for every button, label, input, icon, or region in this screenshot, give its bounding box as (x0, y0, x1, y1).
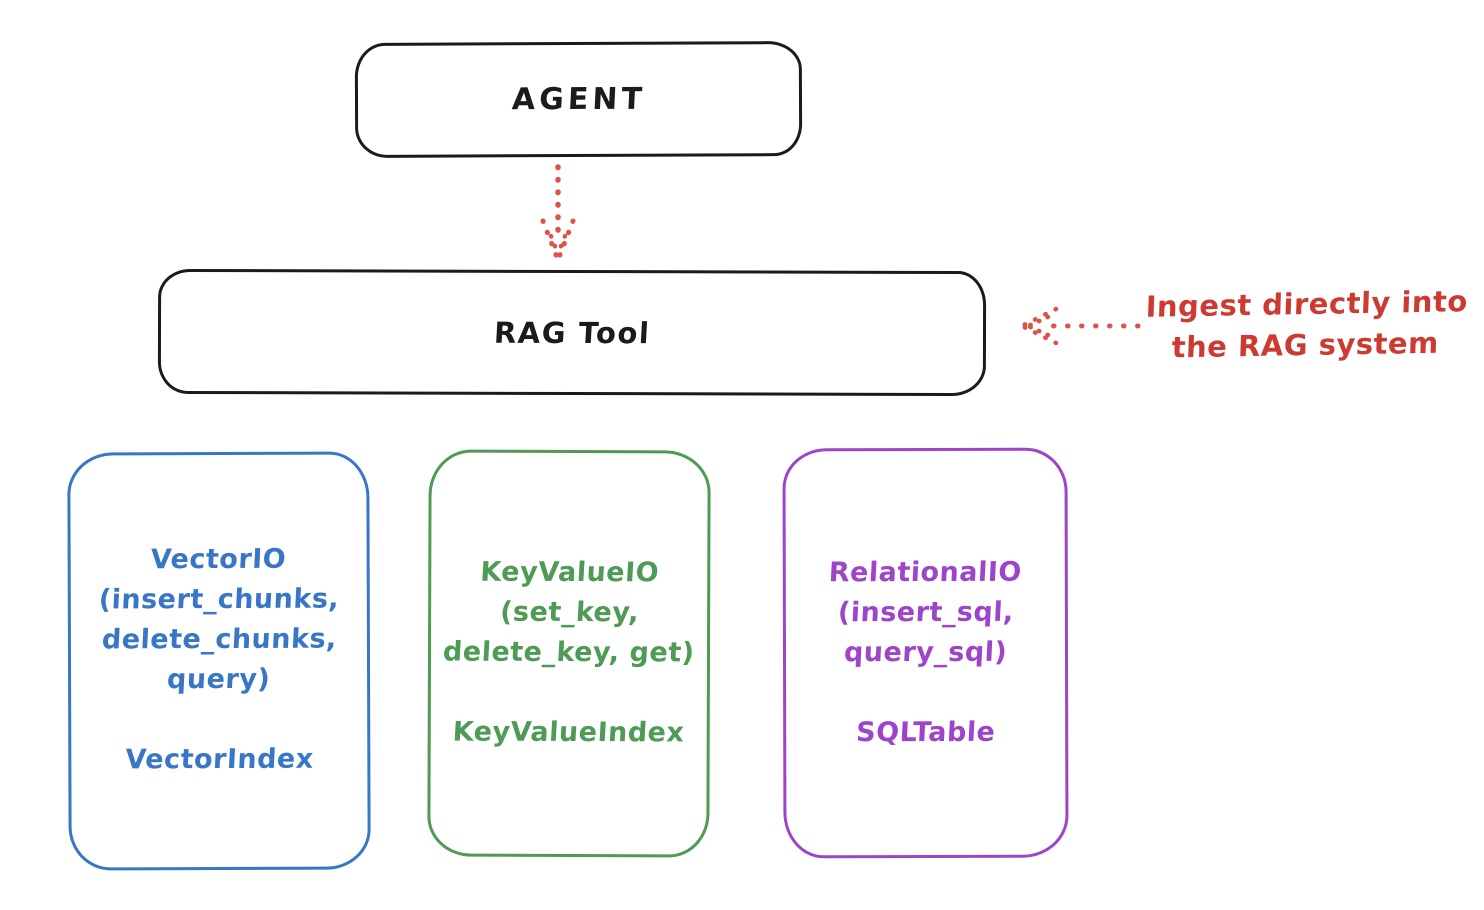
vector-io-params-line3: query) (166, 663, 272, 696)
ingest-annotation-line2: the RAG system (1171, 325, 1440, 365)
rag-tool-node: RAG Tool (157, 268, 987, 397)
sql-table-label: SQLTable (855, 716, 997, 749)
arrow-head-outer (540, 218, 576, 263)
relational-io-title: RelationalIO (828, 556, 1023, 589)
keyvalue-io-title: KeyValueIO (479, 556, 660, 589)
agent-node: AGENT (354, 41, 803, 158)
arrow-head-inner (1025, 314, 1051, 338)
relational-io-params-line1: (insert_sql, (836, 596, 1015, 629)
vector-io-title: VectorIO (150, 543, 288, 576)
vector-io-node: VectorIO (insert_chunks, delete_chunks, … (67, 451, 371, 871)
keyvalue-io-params-line1: (set_key, (498, 596, 640, 629)
vector-index-label: VectorIndex (124, 743, 315, 776)
rag-tool-label: RAG Tool (492, 315, 652, 350)
relational-io-params-line2: query_sql) (843, 636, 1008, 669)
keyvalue-io-node: KeyValueIO (set_key, delete_key, get) Ke… (427, 449, 711, 858)
ingest-annotation-line1: Ingest directly into (1145, 284, 1469, 324)
vector-io-params-line2: delete_chunks, (100, 623, 338, 656)
arrow-head-inner (548, 233, 568, 257)
keyvalue-index-label: KeyValueIndex (452, 716, 686, 749)
ingest-dotted-arrow-icon (1019, 306, 1141, 346)
agent-to-rag-dotted-arrow-icon (540, 164, 576, 263)
keyvalue-io-params-line2: delete_key, get) (442, 636, 696, 669)
arrow-head-outer (1019, 306, 1059, 346)
agent-label: AGENT (510, 81, 647, 118)
relational-io-node: RelationalIO (insert_sql, query_sql) SQL… (782, 447, 1069, 859)
vector-io-params-line1: (insert_chunks, (97, 583, 340, 616)
ingest-annotation: Ingest directly into the RAG system (1137, 281, 1476, 369)
